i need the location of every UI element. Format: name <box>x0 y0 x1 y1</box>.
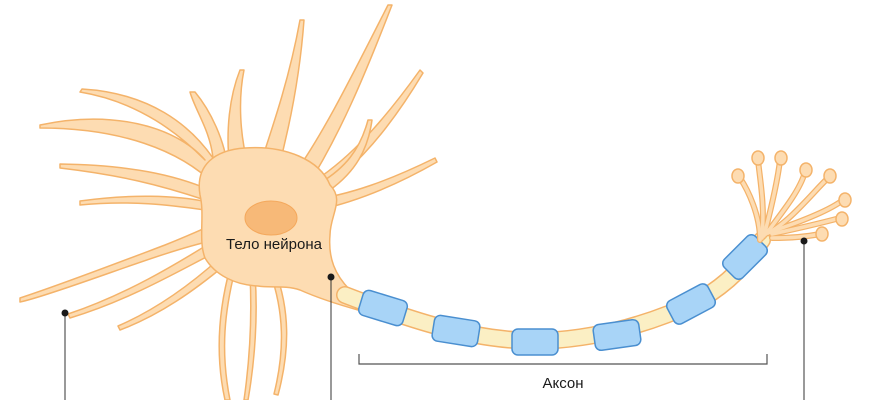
dendrite-bottom-left <box>218 267 236 400</box>
dendrite-bottom-center <box>243 274 257 400</box>
terminal-bouton <box>815 226 829 242</box>
terminal-buttons <box>731 150 852 242</box>
myelin-segment <box>665 283 717 325</box>
dendrite-left-mid2 <box>79 195 209 211</box>
terminal-bouton <box>823 168 837 184</box>
dendrite-right <box>309 157 438 211</box>
myelin-sheath <box>357 233 769 356</box>
terminal-bouton <box>774 150 788 166</box>
axon-label: Аксон <box>542 375 583 392</box>
axon-bracket <box>358 354 768 365</box>
nucleus <box>244 200 298 236</box>
terminal-bouton <box>751 150 765 166</box>
dendrite-left-middle <box>59 163 211 201</box>
myelin-segment <box>357 289 409 327</box>
terminal-bouton <box>838 192 852 208</box>
terminal-bouton <box>731 168 745 184</box>
myelin-segment <box>431 314 481 348</box>
leader-dot <box>800 237 808 245</box>
leader-dot <box>327 273 335 281</box>
myelin-segment <box>511 328 559 356</box>
terminal-bouton <box>799 162 813 178</box>
soma-label: Тело нейрона <box>226 236 323 253</box>
leader-dendrite <box>61 309 69 400</box>
leader-axon-terminal <box>800 237 808 400</box>
myelin-segment <box>592 318 642 352</box>
terminal-bouton <box>835 211 849 227</box>
leader-dot <box>61 309 69 317</box>
dendrite-lower-left <box>19 224 216 303</box>
dendrite-far-top <box>289 4 393 191</box>
dendrite-bottom-right <box>269 269 288 396</box>
dendrite-top-center <box>227 69 249 171</box>
dendrite-top-right <box>259 19 305 171</box>
leader-axon-hillock <box>327 273 335 400</box>
dendrite-upper-left <box>39 88 229 186</box>
